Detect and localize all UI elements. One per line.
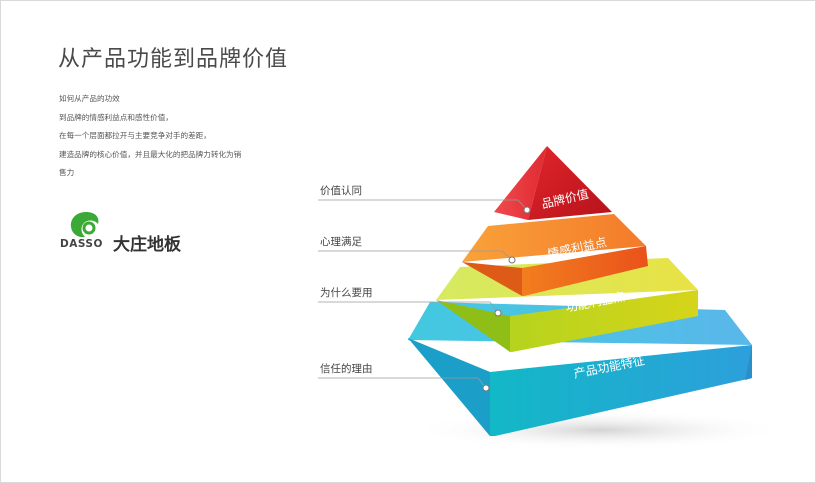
dasso-logo: DASSO 大庄地板 xyxy=(60,210,220,260)
leaf-logo-icon xyxy=(70,212,99,238)
description-line: 如何从产品的功效 xyxy=(59,94,120,103)
pyramid-shadow xyxy=(410,410,790,450)
callout-dots xyxy=(482,206,531,392)
callout-value-recognition: 价值认同 xyxy=(320,184,362,197)
logo-latin-text: DASSO xyxy=(60,238,103,250)
logo-chinese-text: 大庄地板 xyxy=(113,235,181,255)
callout-psychological-satisfaction: 心理满足 xyxy=(320,236,362,248)
description-line: 售力 xyxy=(59,168,75,178)
callout-why-use: 为什么要用 xyxy=(320,287,373,299)
description-line: 在每一个层面都拉开与主要竞争对手的差距， xyxy=(59,131,211,141)
callout-lines xyxy=(318,199,528,389)
callout-reason-to-trust: 信任的理由 xyxy=(320,362,373,375)
slide-title: 从产品功能到品牌价值 xyxy=(58,47,289,72)
pyramid-tier-top xyxy=(494,146,612,220)
description-text: 如何从产品的功效 到品牌的情感利益点和感性价值， 在每一个层面都拉开与主要竞争对… xyxy=(59,90,279,183)
description-line: 建造品牌的核心价值，并且最大化的把品牌力转化为销 xyxy=(59,149,242,159)
description-line: 到品牌的情感利益点和感性价值， xyxy=(59,112,173,122)
pyramid-tier-second xyxy=(462,214,648,296)
